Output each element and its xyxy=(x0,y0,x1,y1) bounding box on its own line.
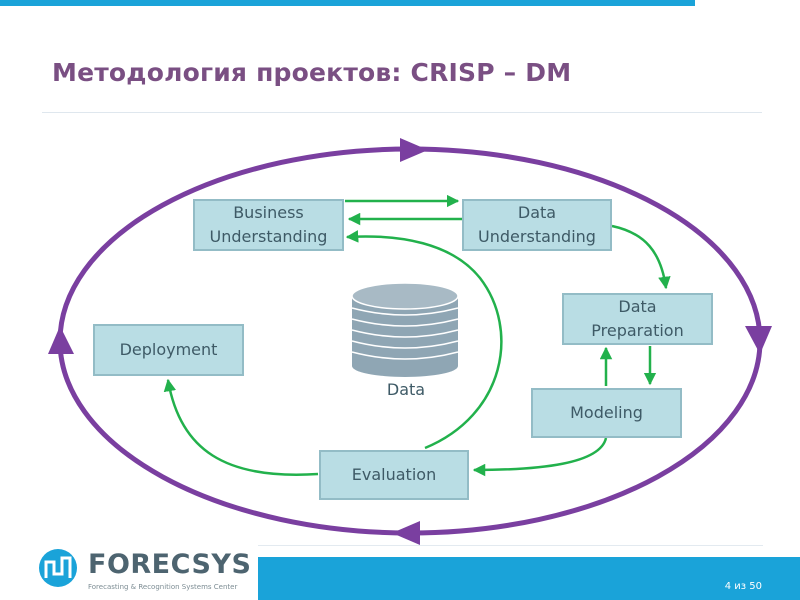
logo-wordmark: FORECSYS xyxy=(88,549,252,580)
phase-business-understanding-label: Business Understanding xyxy=(209,203,328,246)
forecsys-logo-icon xyxy=(39,549,77,587)
page-number: 4 из 50 xyxy=(724,581,762,592)
database-label: Data xyxy=(386,380,426,399)
cycle-arrowhead-bottom xyxy=(392,521,420,545)
arrow-evaluation-to-deployment xyxy=(163,378,319,476)
arrow-evaluation-to-bu xyxy=(345,230,503,450)
database-icon xyxy=(351,282,459,377)
phase-business-understanding: Business Understanding xyxy=(193,199,344,251)
slide-title: Методология проектов: CRISP – DM xyxy=(52,58,572,87)
phase-evaluation-label: Evaluation xyxy=(351,465,437,484)
phase-data-understanding-label: Data Understanding xyxy=(478,203,596,246)
cycle-arrowhead-right xyxy=(745,326,772,354)
phase-modeling: Modeling xyxy=(531,388,682,438)
title-divider xyxy=(42,112,762,113)
phase-deployment-label: Deployment xyxy=(119,340,218,359)
arrow-du-to-dp xyxy=(611,224,671,290)
footer-divider xyxy=(258,545,763,546)
phase-data-understanding: Data Understanding xyxy=(462,199,612,251)
phase-data-preparation-label: Data Preparation xyxy=(591,297,684,340)
phase-data-preparation: Data Preparation xyxy=(562,293,713,345)
cycle-arrowhead-left xyxy=(48,326,74,354)
logo-tagline: Forecasting & Recognition Systems Center xyxy=(88,583,238,591)
footer-bar xyxy=(258,557,800,600)
arrow-modeling-to-evaluation xyxy=(472,437,608,477)
phase-evaluation: Evaluation xyxy=(319,450,469,500)
phase-modeling-label: Modeling xyxy=(570,403,643,422)
cycle-arrowhead-top xyxy=(400,138,428,162)
phase-deployment: Deployment xyxy=(93,324,244,376)
top-accent-bar xyxy=(0,0,695,6)
